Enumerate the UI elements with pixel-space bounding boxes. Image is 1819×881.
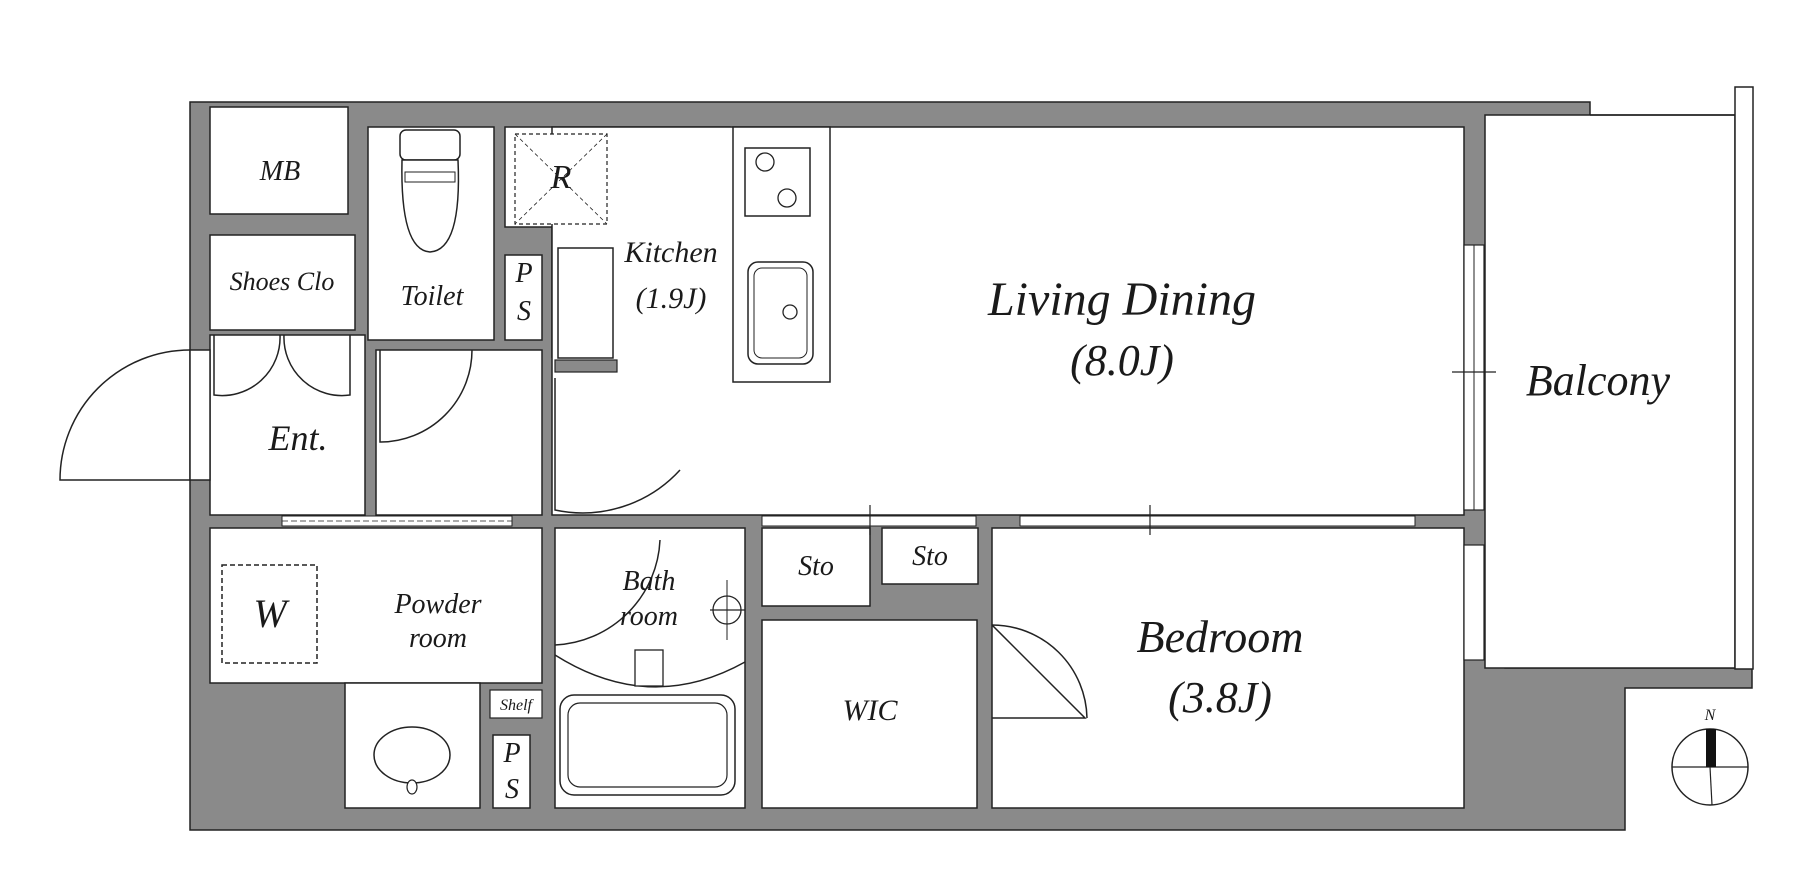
washer-label: W [253, 591, 290, 636]
living-label: Living Dining [987, 273, 1256, 326]
ps-lower-floor [492, 734, 531, 809]
mb-floor [209, 106, 349, 215]
living-floor [551, 126, 1465, 516]
kitchen-counter [554, 247, 618, 373]
kitchen-size-label: (1.9J) [636, 282, 707, 315]
bath-room-label-2: room [620, 601, 678, 632]
bedroom-floor [991, 527, 1465, 809]
shelf-label: Shelf [500, 697, 535, 714]
ps-upper-s-label: S [517, 296, 531, 327]
mb-label: MB [259, 156, 300, 187]
ps-lower-p-label: P [502, 738, 520, 769]
shelf [489, 689, 543, 719]
ps-upper-floor [504, 254, 543, 341]
wic-floor [761, 619, 978, 809]
compass-north-label: N [1704, 707, 1717, 724]
storage1-label: Sto [798, 551, 834, 582]
sliding-doors [281, 505, 1416, 535]
shoes-closet-floor [209, 234, 356, 331]
balcony-label: Balcony [1526, 356, 1671, 405]
hall-floor [375, 349, 543, 516]
storage1-floor [761, 527, 871, 607]
shoes-closet-label: Shoes Clo [230, 267, 335, 296]
powder-room-label-2: room [409, 623, 467, 654]
bath-room-label-1: Bath [623, 566, 676, 597]
toilet-door [379, 349, 473, 443]
entrance-door [59, 349, 211, 481]
kitchen-label: Kitchen [623, 236, 717, 269]
bedroom-size-label: (3.8J) [1168, 673, 1272, 722]
refrigerator-label: R [550, 159, 572, 196]
washer-space [221, 564, 318, 664]
balcony-window [1452, 244, 1496, 661]
ps-upper-p-label: P [514, 258, 532, 289]
compass: N [1671, 707, 1749, 806]
wic-label: WIC [843, 694, 899, 727]
ps-lower-s-label: S [505, 774, 519, 805]
hall-door [554, 378, 681, 514]
storage2-floor [881, 527, 979, 585]
vanity-basin [373, 726, 451, 795]
refrigerator-space [514, 133, 608, 225]
toilet-label: Toilet [401, 281, 465, 312]
storage2-label: Sto [912, 541, 948, 572]
entrance-floor [209, 334, 366, 516]
balcony-rail [1590, 86, 1754, 670]
bath-fixtures [554, 539, 746, 796]
powder-room-label-1: Powder [393, 589, 481, 620]
entrance-label: Ent. [268, 418, 328, 458]
bedroom-door [991, 624, 1088, 719]
balcony-floor [1484, 114, 1736, 669]
north-arrow-icon [1706, 729, 1716, 767]
kitchen-island [732, 126, 831, 383]
toilet-fixture [399, 129, 461, 253]
living-size-label: (8.0J) [1070, 336, 1174, 385]
bedroom-label: Bedroom [1137, 611, 1304, 662]
shoes-closet-doors [213, 334, 351, 397]
